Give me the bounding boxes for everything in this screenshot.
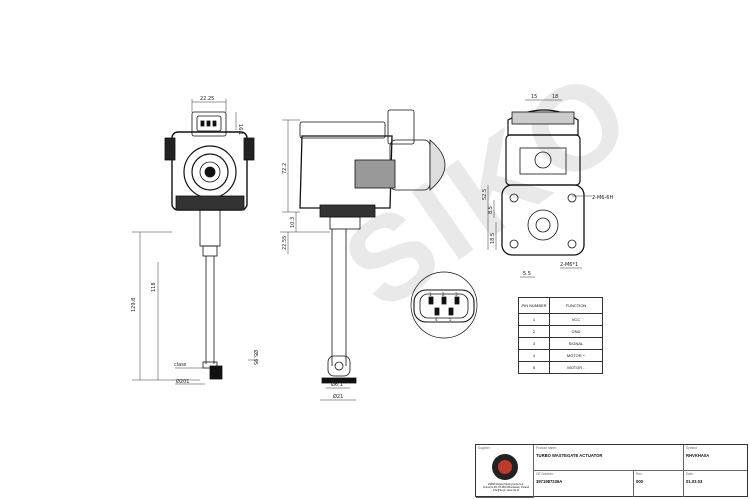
table-row: 2 GND <box>518 325 603 338</box>
function-cell: SIGNAL <box>549 337 603 350</box>
dim-side-body-height: 72.2 <box>282 163 288 174</box>
connector-pin-label: 2 <box>442 292 445 297</box>
supplier-cell: Supplier: ZSBR Mojsiej Motoryzacja S.A. … <box>476 445 534 498</box>
company-address: Opoczno 65, 87-800 Wloclawek, Poland <box>482 486 530 490</box>
dim-right-height-c: 18.5 <box>490 233 496 244</box>
oe-number-cell: OE Number: 3971987236A <box>534 471 634 497</box>
pin-cell: 3 <box>518 337 550 350</box>
table-row: 5 MOTOR - <box>518 361 603 374</box>
date-value: 01.03.03 <box>686 479 703 484</box>
dim-right-width: 5.5 <box>523 271 531 277</box>
product-name-cell: Product name: TURBO WASTEGATE ACTUATOR <box>534 445 684 471</box>
dim-side-base-dia: Ø21 <box>333 393 343 400</box>
supplier-label: Supplier: <box>478 446 491 450</box>
function-cell: VCC <box>549 313 603 326</box>
pin-header: PIN NUMBER <box>518 297 550 314</box>
pin-cell: 2 <box>518 325 550 338</box>
connector-pin-label: 1 <box>429 292 432 297</box>
dim-side-flange-offset: 10.3 <box>290 217 296 228</box>
product-name-label: Product name: <box>536 446 557 450</box>
side-view <box>280 109 446 401</box>
company-name: ZSBR Mojsiej Motoryzacja S.A. <box>487 483 525 486</box>
dim-side-shaft-offset: 22.55 <box>282 236 288 250</box>
connector-pin-label: 5 <box>449 317 452 322</box>
rev-value: 000 <box>636 479 643 484</box>
function-cell: MOTOR - <box>549 361 603 374</box>
company-info: ZSBR Mojsiej Motoryzacja S.A. Opoczno 65… <box>482 483 530 493</box>
symbol-label: Symbol: <box>686 446 698 450</box>
front-view <box>132 99 258 385</box>
function-cell: MOTOR + <box>549 349 603 362</box>
dim-front-connector-width: 22.25 <box>200 96 214 102</box>
company-logo <box>492 454 518 480</box>
dim-front-offset-b: Ø201 <box>176 378 189 385</box>
function-cell: GND <box>549 325 603 338</box>
pin-cell: 4 <box>518 349 550 362</box>
company-contact: info@bv.pl, www.zbr.pl <box>493 489 519 493</box>
dim-right-top-b: 18 <box>552 94 558 100</box>
connector-pin-label: 4 <box>435 317 438 322</box>
oe-number-value: 3971987236A <box>536 479 563 484</box>
dim-side-pin-dia: Ø6.1 <box>331 381 343 388</box>
dim-right-hole-a: 2-M6-6H <box>592 195 613 201</box>
dim-right-height-b: 8.5 <box>488 206 494 214</box>
rev-cell: Rev: 000 <box>634 471 684 497</box>
dim-right-height-a: 52.5 <box>482 189 488 200</box>
right-view <box>487 99 592 278</box>
date-label: Date: <box>686 472 694 476</box>
dim-front-connector-height: 16.1 <box>237 124 243 135</box>
pin-function-table: PIN NUMBER FUNCTION 1 VCC 2 GND 3 SIGNAL… <box>518 297 603 374</box>
table-row: 4 MOTOR + <box>518 349 603 362</box>
product-name: TURBO WASTEGATE ACTUATOR <box>536 453 603 458</box>
symbol-cell: Symbol: RHVKHA0A <box>684 445 747 471</box>
connector-detail <box>410 271 478 339</box>
dim-front-rod-length: 118 <box>151 282 157 292</box>
function-header: FUNCTION <box>549 297 603 314</box>
oe-number-label: OE Number: <box>536 472 554 476</box>
table-row: 1 VCC <box>518 313 603 326</box>
symbol-value: RHVKHA0A <box>686 453 710 458</box>
dim-front-total-length: 129.8 <box>131 298 137 312</box>
table-row: 3 SIGNAL <box>518 337 603 350</box>
title-block: Supplier: ZSBR Mojsiej Motoryzacja S.A. … <box>475 444 748 498</box>
dim-front-pin-dia: Ø5.95 <box>252 350 259 365</box>
pin-cell: 5 <box>518 361 550 374</box>
date-cell: Date: 01.03.03 <box>684 471 747 497</box>
dim-right-hole-b: 2-M6*1 <box>560 262 578 268</box>
connector-pin-label: 3 <box>455 292 458 297</box>
pin-cell: 1 <box>518 313 550 326</box>
dim-right-top-a: 15 <box>531 94 537 100</box>
rev-label: Rev: <box>636 472 643 476</box>
dim-front-offset-a: class <box>174 362 187 368</box>
